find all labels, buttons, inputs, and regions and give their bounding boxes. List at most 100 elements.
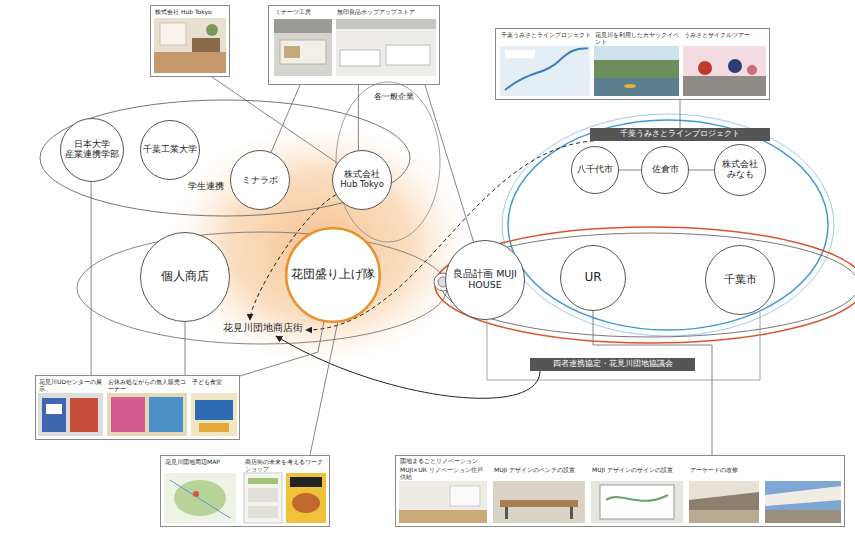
photo-part [765,510,841,523]
photo [164,473,236,523]
circle-outline [561,246,626,311]
photo-part [505,50,535,58]
photo-part [450,486,480,506]
org-name: 株式会社 Hub Tokyo [336,170,388,190]
photo-part [248,506,278,518]
connector [358,85,359,150]
circle-outline [446,241,525,320]
photo-part [698,61,712,75]
photo-part [689,481,759,500]
connector [425,85,474,242]
photo-part [683,76,766,96]
photo-part [164,473,236,523]
photo-caption: 商店街の未来を考えるワークショップ [245,459,327,473]
circle-outline [642,147,689,194]
connector [310,323,338,455]
connector [91,182,92,375]
photo-part [154,18,226,73]
photo [493,481,585,523]
photo-part [570,507,573,519]
photo-part [248,488,278,502]
connector [689,170,714,171]
photo-part [765,481,841,523]
org-name: 千葉市 [712,274,768,287]
photo-caption: 子ども食堂 [192,379,238,386]
circle-outline [61,119,124,182]
photo-part [765,486,841,506]
photo-part [594,60,679,78]
photo-part [606,495,668,501]
org-circle: 個人商店 [140,232,230,322]
photo-panel: ミナーツ工房無印良品ポップアップストア [268,5,440,85]
photo-part [505,507,508,519]
org-circle: 八千代市 [571,146,619,194]
photo [689,481,759,523]
photo-part [193,491,199,497]
org-name: ミナラボ [235,175,285,185]
blue-group-outline [502,114,834,336]
photo [683,46,766,96]
photo-part [199,423,229,432]
place-label: 花見川団地商店街 [220,320,306,336]
org-name: 株式会社 みなも [719,160,761,180]
photo-caption: 花見川団地周辺MAP [165,459,237,466]
photo-panel: 団地まるごとリノベーションMUJI×UR リノベーション住戸供給MUJI デザイ… [395,455,845,527]
photo-panel: 花見川団地周辺MAP 商店街の未来を考えるワークショップ [160,455,330,527]
photo-part [46,404,62,414]
circle-outline [572,147,619,194]
photo-part [340,50,380,66]
photo-part [192,38,220,52]
photo-part [336,19,436,76]
photo-part [500,46,590,96]
org-circle: 千葉市 [705,245,775,315]
photo [154,18,226,73]
photo [191,393,237,436]
org-circle: 千葉工業大学 [140,120,200,180]
group-banner: 千葉うみさとラインプロジェクト [590,128,770,141]
connector [619,170,641,171]
photo-part [38,393,103,436]
photo-part [689,510,759,523]
photo-part [386,45,430,65]
connector [271,85,300,152]
photo [591,481,683,523]
circle-outline [286,228,380,322]
org-name: 日本大学 産業連携学部 [65,140,119,160]
photo-caption: 団地まるごとリノベーション [400,458,700,465]
org-circle: 佐倉市 [641,146,689,194]
photo-part [594,46,679,96]
photo-caption: ミナーツ工房 [275,9,333,16]
photo-part [600,485,674,519]
agreement-frame [487,312,760,380]
photo-caption: お休み処ながらの無人販売コーナー [108,379,188,393]
photo-caption: 花見川UDセンターの展示 [39,379,105,393]
group-label: 各一般企業 [374,92,414,102]
circle-outline [706,246,775,315]
photo-part [274,19,332,76]
photo [244,473,282,523]
photo-part [594,78,679,96]
photo-part [244,473,282,523]
circle-outline [333,151,392,210]
org-name: 良品計画 MUJI HOUSE [453,269,517,291]
connector [276,336,540,398]
connector [593,311,712,455]
org-name: 個人商店 [150,270,220,284]
photo-part [206,24,218,36]
photo-part [286,473,326,523]
photo-caption: MUJI デザインのベンチの設置 [494,467,586,474]
photo [286,473,326,523]
photo-part [689,481,759,523]
photo-part [107,393,187,436]
photo [500,46,590,96]
org-name: 佐倉市 [644,165,686,175]
photo-part [170,480,230,518]
photo-part [399,481,487,523]
blue-group-outline [508,120,828,330]
photo-caption: アーケードの改修 [690,467,760,474]
photo [336,19,436,76]
photo [594,46,679,96]
place-name: 花見川団地商店街 [223,322,303,333]
photo-part [149,397,183,432]
photo-panel: 花見川UDセンターの展示お休み処ながらの無人販売コーナー子ども食堂 [35,375,240,440]
